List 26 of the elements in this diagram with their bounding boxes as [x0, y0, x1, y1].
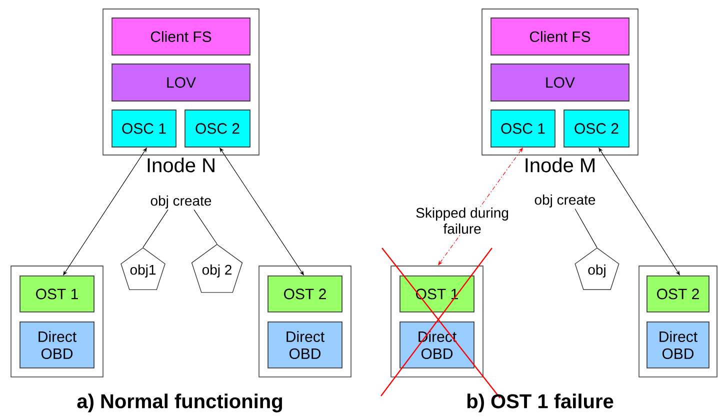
- edge-label: Skipped during failure: [410, 206, 514, 235]
- obd-box: Direct OBD: [268, 322, 342, 368]
- client-fs-box: Client FS: [112, 18, 250, 56]
- osc-box: OSC 1: [112, 110, 176, 148]
- object-pentagon: obj: [574, 248, 620, 290]
- ost-box: OST 1: [20, 276, 94, 312]
- lov-box: LOV: [112, 64, 250, 102]
- osc-box: OSC 1: [490, 110, 556, 148]
- osc-box: OSC 2: [564, 110, 630, 148]
- leader-line: [142, 209, 168, 248]
- obd-box: Direct OBD: [20, 322, 94, 368]
- ost-box: OST 2: [646, 276, 710, 312]
- ost-box: OST 2: [268, 276, 342, 312]
- leader-line: [194, 209, 218, 244]
- panel-caption: b) OST 1 failure: [467, 394, 614, 412]
- obd-box: Direct OBD: [646, 322, 710, 368]
- leader-line: [574, 208, 598, 248]
- node-label: Inode N: [148, 158, 214, 172]
- node-label: Inode M: [526, 158, 594, 172]
- operation-label: obj create: [150, 195, 212, 208]
- panel-caption: a) Normal functioning: [77, 394, 282, 412]
- osc-box: OSC 2: [184, 110, 250, 148]
- lov-box: LOV: [490, 64, 630, 102]
- object-pentagon: obj 2: [191, 244, 243, 293]
- operation-label: obj create: [534, 194, 596, 208]
- client-fs-box: Client FS: [490, 18, 630, 56]
